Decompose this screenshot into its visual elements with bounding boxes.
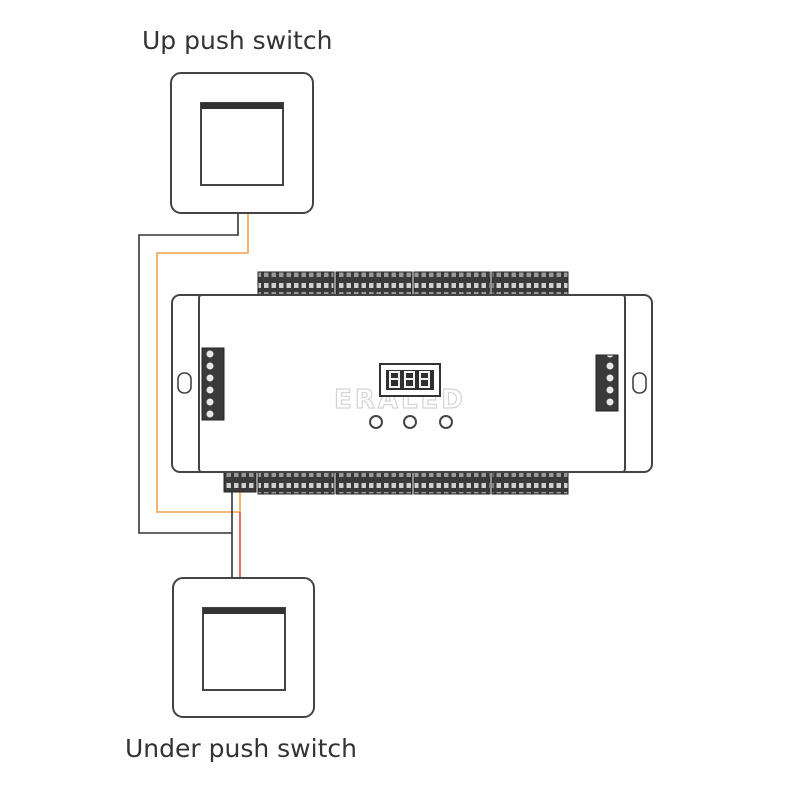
right-side-connector (595, 354, 619, 412)
segment-display (379, 363, 441, 397)
control-button-3 (439, 415, 453, 429)
up-switch-label: Up push switch (142, 26, 333, 55)
controller-unit: ERALED (171, 271, 653, 495)
black-wire-loop (138, 213, 239, 534)
mount-hole-right (632, 372, 647, 394)
bottom-terminal-blocks (223, 469, 569, 495)
display-digits (389, 371, 430, 388)
top-terminal-blocks (257, 271, 569, 297)
up-push-switch (170, 72, 314, 214)
control-button-1 (369, 415, 383, 429)
under-switch-label: Under push switch (125, 734, 357, 763)
wires (138, 213, 249, 578)
orange-wire-loop (156, 213, 249, 513)
under-push-switch (172, 577, 315, 718)
mount-hole-left (177, 372, 192, 394)
control-button-2 (403, 415, 417, 429)
left-side-connector (201, 347, 225, 421)
